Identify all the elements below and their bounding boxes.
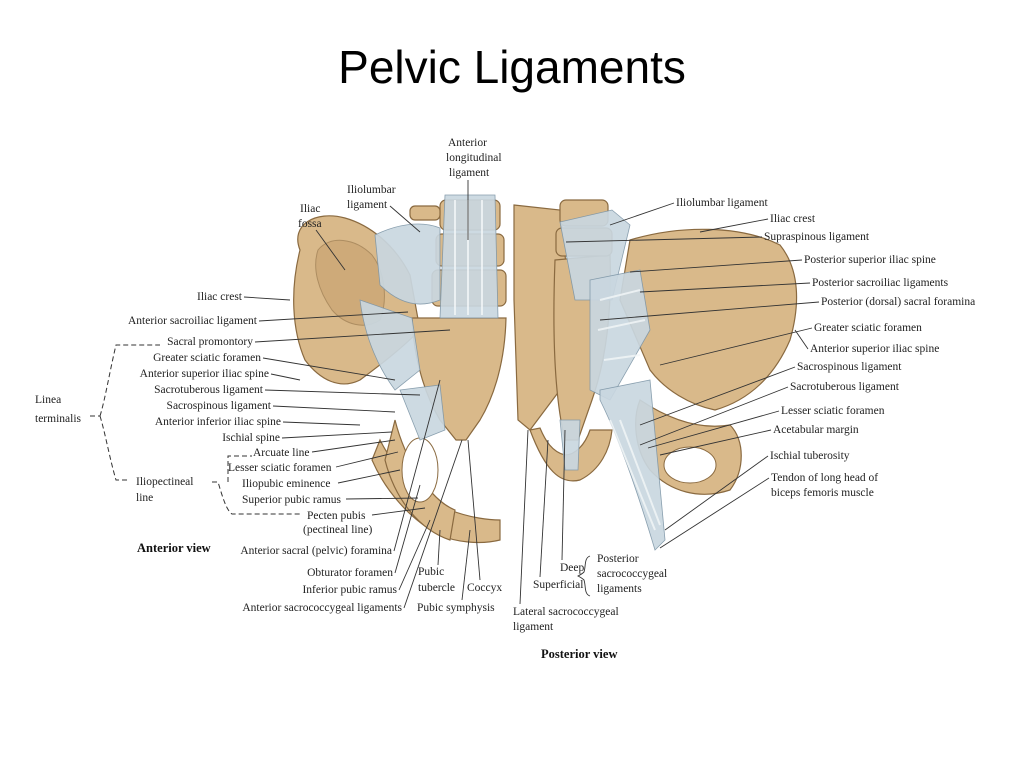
label-lateral-sacrococcygeal-2: ligament — [513, 621, 554, 633]
label-iliopectineal-line-2: line — [136, 492, 153, 504]
label-deep: Deep — [560, 562, 585, 574]
label-anterior-longitudinal-ligament-3: ligament — [449, 167, 490, 179]
label-sacrospinous-ligament-post: Sacrospinous ligament — [797, 361, 902, 373]
label-iliolumbar-ligament-ant-2: ligament — [347, 199, 388, 211]
label-lesser-sciatic-foramen-ant: Lesser sciatic foramen — [228, 462, 332, 474]
label-anterior-sacroiliac-ligament: Anterior sacroiliac ligament — [128, 315, 258, 327]
label-pubic-tubercle-2: tubercle — [418, 582, 455, 594]
label-acetabular-margin: Acetabular margin — [773, 424, 859, 436]
label-anterior-superior-iliac-spine-post: Anterior superior iliac spine — [810, 343, 939, 355]
label-anterior-superior-iliac-spine-ant: Anterior superior iliac spine — [140, 368, 269, 380]
label-tendon-biceps-femoris-1: Tendon of long head of — [771, 472, 878, 484]
label-inferior-pubic-ramus: Inferior pubic ramus — [302, 584, 397, 596]
posterior-labels: Iliolumbar ligament Iliac crest Supraspi… — [513, 197, 975, 661]
label-anterior-longitudinal-ligament-1: Anterior — [448, 137, 487, 149]
label-coccyx: Coccyx — [467, 582, 502, 594]
label-pectineal-line: (pectineal line) — [303, 524, 372, 536]
label-iliolumbar-ligament-ant-1: Iliolumbar — [347, 184, 396, 196]
label-linea-terminalis-2: terminalis — [35, 413, 82, 425]
label-greater-sciatic-foramen-post: Greater sciatic foramen — [814, 322, 922, 334]
label-anterior-sacral-foramina: Anterior sacral (pelvic) foramina — [240, 545, 392, 557]
label-supraspinous-ligament: Supraspinous ligament — [764, 231, 870, 243]
label-iliac-crest-post: Iliac crest — [770, 213, 816, 225]
label-superior-pubic-ramus: Superior pubic ramus — [242, 494, 342, 506]
label-greater-sciatic-foramen-ant: Greater sciatic foramen — [153, 352, 261, 364]
label-sacral-promontory: Sacral promontory — [167, 336, 253, 348]
label-obturator-foramen: Obturator foramen — [307, 567, 393, 579]
label-ischial-spine: Ischial spine — [222, 432, 280, 444]
label-iliopubic-eminence: Iliopubic eminence — [242, 478, 330, 490]
label-arcuate-line: Arcuate line — [253, 447, 310, 459]
label-lateral-sacrococcygeal-1: Lateral sacrococcygeal — [513, 606, 619, 618]
posterior-view-label: Posterior view — [541, 647, 617, 661]
label-anterior-inferior-iliac-spine: Anterior inferior iliac spine — [155, 416, 281, 428]
label-iliolumbar-ligament-post: Iliolumbar ligament — [676, 197, 768, 209]
label-posterior-dorsal-sacral-foramina: Posterior (dorsal) sacral foramina — [821, 296, 975, 308]
label-posterior-sacroiliac-ligaments: Posterior sacroiliac ligaments — [812, 277, 949, 289]
posterior-pelvis-illustration — [513, 199, 798, 551]
label-iliopectineal-line-1: Iliopectineal — [136, 476, 193, 488]
label-sacrotuberous-ligament-post: Sacrotuberous ligament — [790, 381, 900, 393]
label-anterior-sacrococcygeal-ligaments: Anterior sacrococcygeal ligaments — [242, 602, 402, 614]
label-anterior-longitudinal-ligament-2: longitudinal — [446, 152, 502, 164]
label-iliac-fossa-2: fossa — [298, 218, 322, 230]
label-ischial-tuberosity: Ischial tuberosity — [770, 450, 850, 462]
slide-title: Pelvic Ligaments — [338, 41, 686, 93]
label-linea-terminalis-1: Linea — [35, 394, 61, 406]
label-pubic-symphysis: Pubic symphysis — [417, 602, 495, 614]
label-posterior-sacrococcygeal-1: Posterior — [597, 553, 639, 565]
label-sacrotuberous-ligament-ant: Sacrotuberous ligament — [154, 384, 264, 396]
label-posterior-superior-iliac-spine: Posterior superior iliac spine — [804, 254, 936, 266]
label-iliac-crest-ant: Iliac crest — [197, 291, 243, 303]
label-posterior-sacrococcygeal-3: ligaments — [597, 583, 642, 595]
anterior-labels: Anterior longitudinal ligament Iliolumba… — [35, 137, 502, 614]
label-iliac-fossa-1: Iliac — [300, 203, 320, 215]
label-posterior-sacrococcygeal-2: sacrococcygeal — [597, 568, 667, 580]
label-sacrospinous-ligament-ant: Sacrospinous ligament — [167, 400, 272, 412]
label-lesser-sciatic-foramen-post: Lesser sciatic foramen — [781, 405, 885, 417]
label-pubic-tubercle-1: Pubic — [418, 566, 444, 578]
label-superficial: Superficial — [533, 579, 583, 591]
anterior-pelvis-illustration — [293, 194, 507, 544]
label-tendon-biceps-femoris-2: biceps femoris muscle — [771, 487, 874, 499]
anterior-view-label: Anterior view — [137, 541, 211, 555]
label-pecten-pubis: Pecten pubis — [307, 510, 366, 522]
